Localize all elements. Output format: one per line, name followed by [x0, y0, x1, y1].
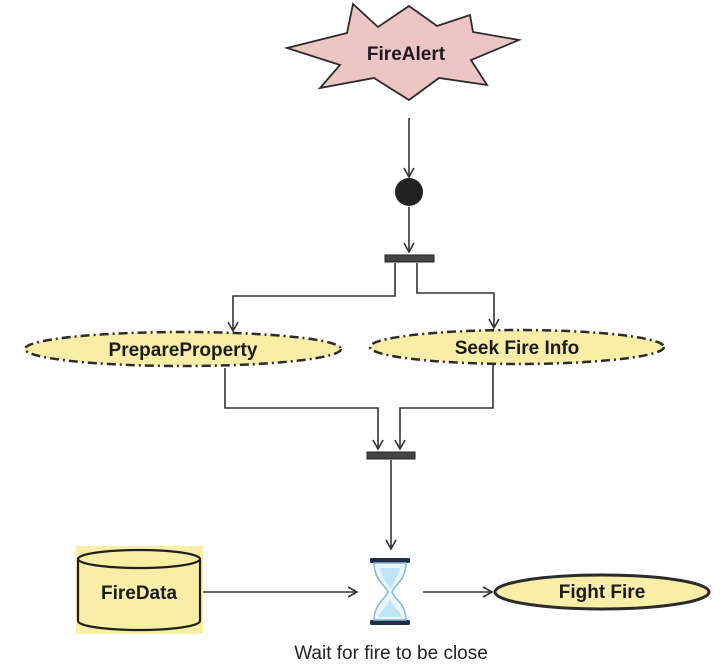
- fire-alert-node[interactable]: FireAlert: [283, 2, 523, 102]
- fight-fire-node[interactable]: Fight Fire: [493, 573, 711, 611]
- prepare-property-label: PrepareProperty: [109, 340, 258, 361]
- edge-fork-to-prepareproperty: [227, 263, 396, 333]
- fork-bar[interactable]: [384, 254, 435, 263]
- fight-fire-label: Fight Fire: [559, 582, 646, 603]
- fire-data-cylinder-top: [76, 548, 202, 570]
- edge-prepareproperty-to-join: [224, 368, 384, 451]
- prepare-property-node[interactable]: PrepareProperty: [23, 330, 343, 368]
- join-bar[interactable]: [366, 451, 416, 460]
- fire-data-cylinder: [76, 559, 202, 632]
- fire-alert-label: FireAlert: [367, 44, 446, 65]
- fire-data-label: FireData: [101, 583, 177, 604]
- edge-seekfireinfo-to-join: [394, 365, 494, 451]
- wait-caption: Wait for fire to be close: [294, 643, 488, 664]
- starburst-shape: [283, 2, 523, 102]
- edges: [203, 118, 500, 598]
- fight-fire-shape: [493, 573, 711, 611]
- wait-node[interactable]: Wait for fire to be close: [294, 558, 488, 664]
- fire-data-node[interactable]: FireData: [76, 546, 203, 634]
- prepare-property-shape: [23, 330, 343, 368]
- initial-node[interactable]: [395, 178, 423, 206]
- edge-fork-to-seekfireinfo: [416, 263, 500, 330]
- hourglass-icon: [370, 558, 410, 625]
- seek-fire-info-shape: [368, 328, 666, 366]
- seek-fire-info-label: Seek Fire Info: [455, 338, 580, 359]
- seek-fire-info-node[interactable]: Seek Fire Info: [368, 328, 666, 366]
